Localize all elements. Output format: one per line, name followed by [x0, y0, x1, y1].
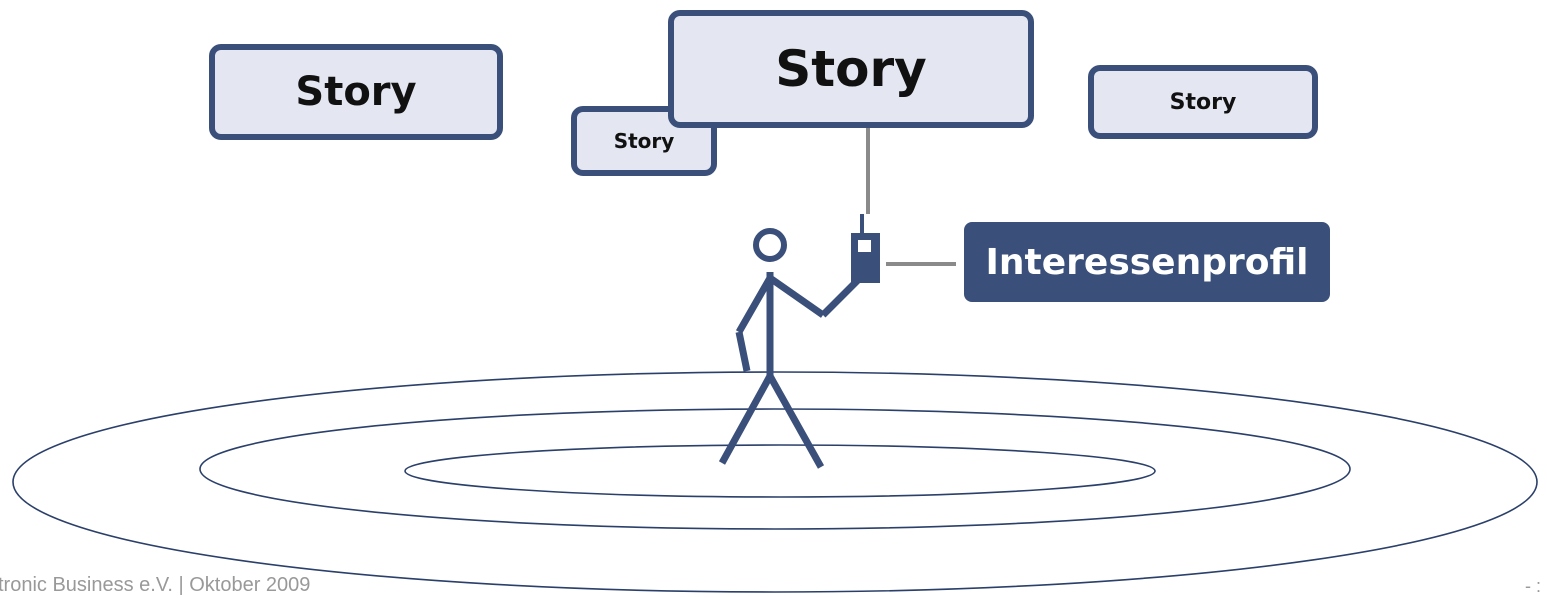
person-right-upper-arm — [767, 275, 826, 318]
story-label: Story — [1169, 89, 1237, 115]
footer-text: ctronic Business e.V. | Oktober 2009 — [0, 574, 311, 596]
story-label: Story — [295, 69, 417, 115]
person-head — [753, 228, 787, 262]
inner-ring — [404, 444, 1156, 498]
mobile-device-icon — [851, 214, 880, 283]
story-label: Story — [613, 129, 675, 153]
story-box: Story — [668, 10, 1034, 128]
person-stick-figure-icon — [718, 228, 863, 469]
person-left-upper-arm — [735, 276, 774, 334]
story-label: Story — [775, 40, 927, 98]
person-left-leg — [718, 374, 774, 465]
story-box: Story — [1088, 65, 1318, 139]
interest-profile-label: Interessenprofil — [985, 241, 1309, 283]
interest-profile-box: Interessenprofil — [964, 222, 1330, 302]
device-screen — [858, 240, 871, 252]
person-left-forearm — [735, 331, 751, 372]
story-box: Story — [209, 44, 503, 140]
story-box: Story — [571, 106, 717, 176]
middle-ring — [199, 408, 1351, 530]
person-right-forearm — [820, 275, 863, 318]
page-number: - : — [1525, 576, 1541, 596]
person-right-leg — [766, 374, 825, 469]
outer-ring — [12, 371, 1538, 593]
